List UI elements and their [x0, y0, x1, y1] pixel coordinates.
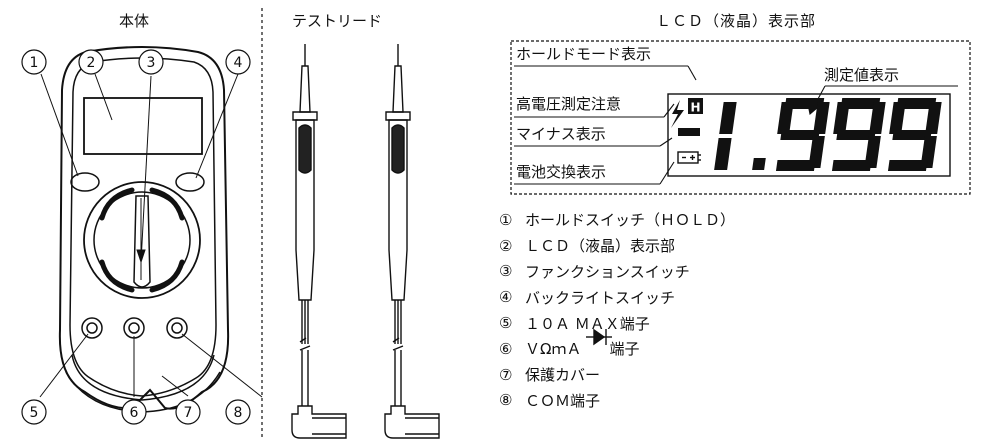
lcd-panel-frame	[510, 40, 971, 195]
digit-9-a	[775, 98, 830, 171]
lcd-screen	[667, 93, 951, 177]
test-lead-right	[384, 44, 440, 439]
lcd-digits	[714, 98, 942, 171]
digit-9-c	[887, 98, 942, 171]
callout-1: 1	[30, 55, 39, 71]
battery-icon	[677, 151, 701, 164]
callout-6: 6	[130, 405, 139, 421]
label-minus: マイナス表示	[516, 125, 606, 143]
diode-icon	[586, 328, 612, 346]
callout-8: 8	[234, 405, 243, 421]
callout-7: 7	[184, 405, 193, 421]
label-measured-value: 測定値表示	[824, 66, 900, 84]
high-voltage-icon	[671, 100, 684, 128]
test-leads-title: テストリード	[292, 12, 383, 30]
minus-sign-icon	[678, 128, 700, 136]
callout-4: 4	[234, 55, 243, 71]
lcd-section-title: ＬＣＤ（液晶）表示部	[656, 12, 817, 30]
svg-text:H: H	[690, 101, 700, 115]
test-lead-left	[291, 44, 347, 439]
callout-leaders	[39, 73, 263, 398]
callout-2: 2	[87, 55, 96, 71]
decimal-point	[752, 158, 766, 170]
callout-3: 3	[147, 55, 156, 71]
body-title: 本体	[119, 12, 150, 30]
callout-circles	[21, 49, 251, 425]
callout-5: 5	[30, 405, 39, 421]
digit-1	[714, 102, 737, 170]
label-hold-mode: ホールドモード表示	[516, 45, 652, 63]
multimeter-body	[58, 46, 230, 413]
digit-9-b	[831, 98, 886, 171]
label-high-voltage: 高電圧測定注意	[516, 95, 622, 113]
label-battery: 電池交換表示	[516, 163, 607, 181]
hold-indicator-icon	[688, 98, 703, 114]
